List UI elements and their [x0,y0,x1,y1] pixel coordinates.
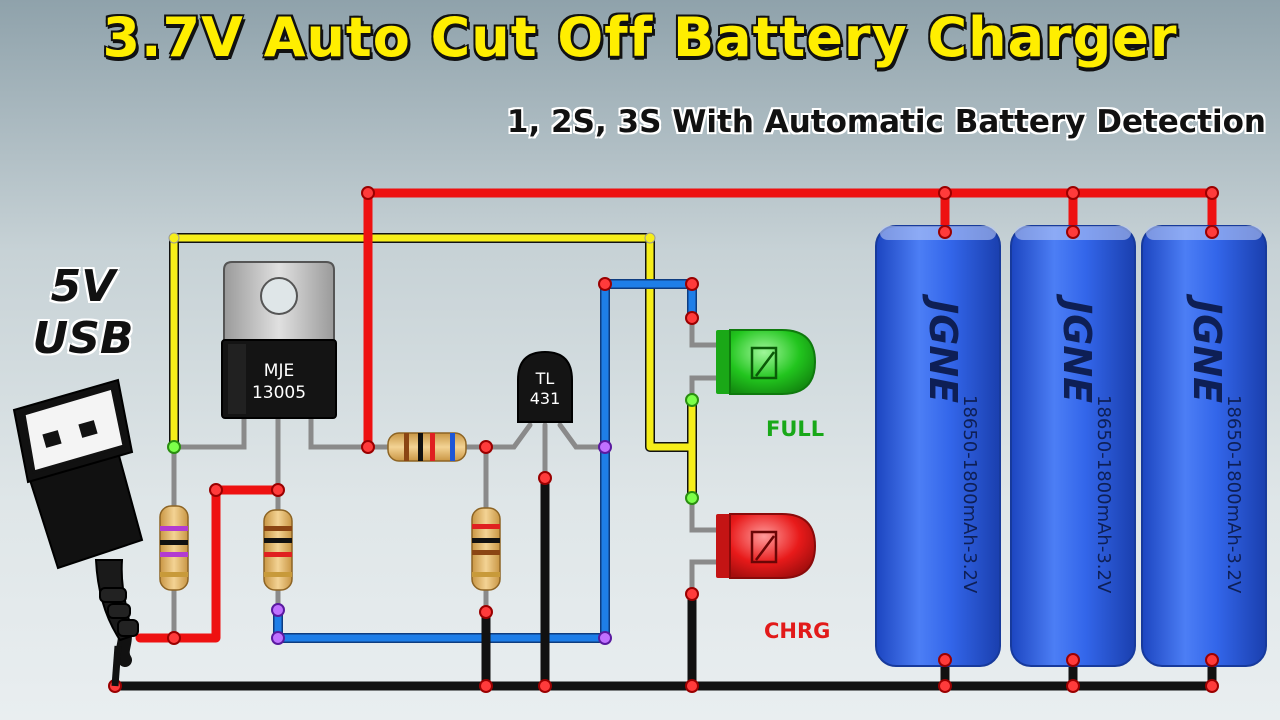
page-title: 3.7V Auto Cut Off Battery Charger [101,5,1178,70]
battery-3: JGNE 18650-1800mAh-3.2V [1141,225,1267,667]
led-charge [716,513,817,579]
resistor-r1 [159,505,189,591]
regulator-label-line2: 431 [530,389,561,408]
led-charge-label: CHRG [764,619,831,643]
led-full-label: FULL [766,417,825,441]
battery-terminals [938,225,1219,667]
resistor-r2 [263,509,293,591]
led-full-anode-lead [689,315,721,348]
battery-1-brand: JGNE [921,293,965,403]
battery-2-brand: JGNE [1055,293,1099,403]
usb-plug-icon [12,378,144,687]
led-full-cathode-lead [689,375,721,403]
page-subtitle: 1, 2S, 3S With Automatic Battery Detecti… [506,104,1266,140]
tl431-cathode-lead [557,422,608,450]
led-chrg-cathode-lead [689,559,721,597]
transistor-label-line2: 13005 [252,383,306,403]
resistor-r4 [387,432,467,462]
resistor-r3 [471,507,501,591]
battery-1: JGNE 18650-1800mAh-3.2V [875,225,1001,667]
led-full [716,329,817,395]
negative-wire [115,478,1217,691]
regulator-tl431: TL 431 [517,350,573,423]
mounting-hole [260,277,298,315]
usb-cable [111,645,122,687]
regulator-label-line1: TL [535,369,555,388]
battery-3-spec: 18650-1800mAh-3.2V [1223,395,1244,594]
transistor-emitter-lead [308,412,391,450]
transistor-label-line1: MJE [264,361,294,381]
battery-2: JGNE 18650-1800mAh-3.2V [1010,225,1136,667]
transistor-mje13005: MJE 13005 [221,261,337,419]
tl431-ref-lead [483,422,533,450]
battery-3-brand: JGNE [1185,293,1229,403]
battery-2-spec: 18650-1800mAh-3.2V [1093,395,1114,594]
usb-type-label: USB [32,313,134,364]
led-chrg-anode-lead [689,495,721,533]
usb-voltage-label: 5V [50,261,116,312]
battery-1-spec: 18650-1800mAh-3.2V [959,395,980,594]
transistor-base-lead [171,412,247,450]
